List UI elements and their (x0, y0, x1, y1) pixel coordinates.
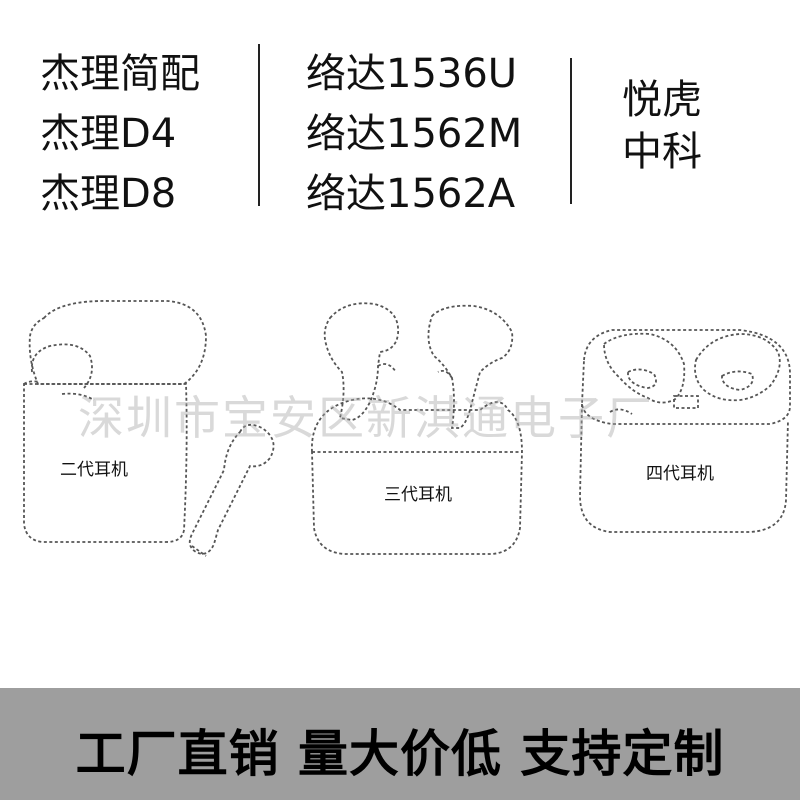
chip-name: 杰理D4 (40, 111, 177, 157)
promo-banner (0, 688, 800, 800)
chip-name: 悦虎 (622, 77, 702, 123)
chip-name: 中科 (622, 129, 702, 175)
chip-list-other: 悦虎 中科 (622, 74, 702, 178)
gen3-label: 三代耳机 (384, 485, 452, 505)
chip-name: 络达1562A (306, 171, 516, 217)
gen3-earphone-case-drawing (311, 302, 523, 555)
gen2-earbud-drawing (188, 423, 275, 557)
earphone-drawings (23, 300, 791, 557)
gen2-earphone-case-drawing (23, 300, 207, 543)
chip-name: 杰理D8 (40, 171, 177, 217)
watermark: 深圳市宝安区新淇通电子厂 (78, 391, 654, 445)
gen4-label: 四代耳机 (646, 464, 714, 484)
chip-list-jieli: 杰理简配 杰理D4 杰理D8 (40, 44, 200, 224)
chip-name: 杰理简配 (40, 51, 200, 97)
column-divider (570, 58, 572, 204)
chip-name: 络达1536U (306, 51, 518, 97)
promo-banner-text: 工厂直销 量大价低 支持定制 (75, 725, 725, 783)
gen4-earphone-case-drawing (579, 329, 791, 533)
chip-name: 络达1562M (306, 111, 523, 157)
gen2-label: 二代耳机 (60, 460, 128, 480)
column-divider (258, 44, 260, 206)
chip-list-airoha: 络达1536U 络达1562M 络达1562A (306, 44, 522, 224)
